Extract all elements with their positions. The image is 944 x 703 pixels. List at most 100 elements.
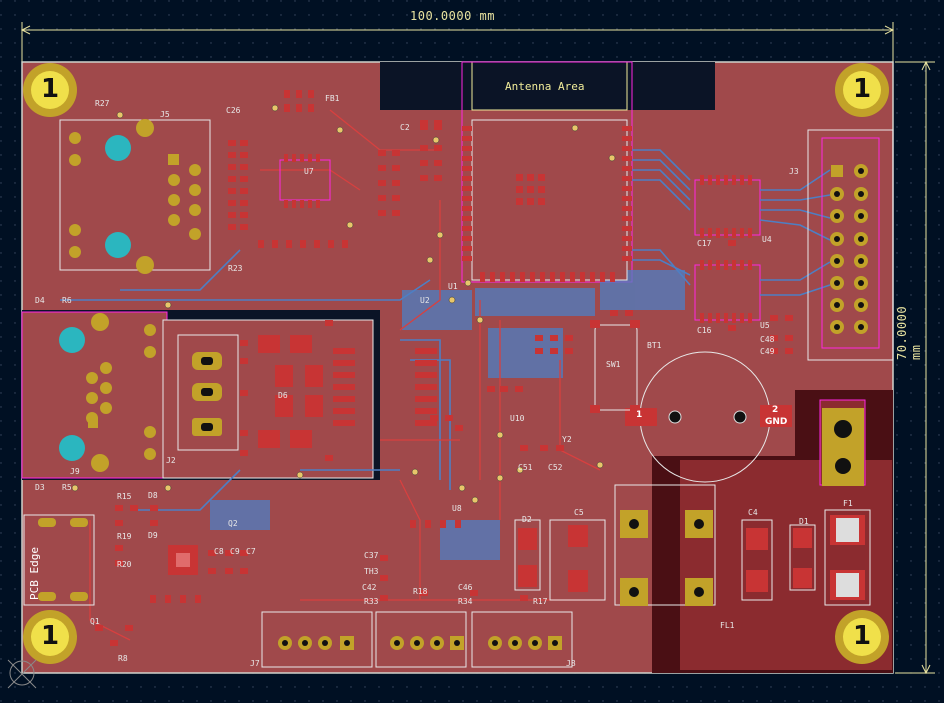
pcb-edge-label: PCB Edge (28, 547, 41, 600)
ref-R23: R23 (228, 264, 243, 273)
ref-R20: R20 (117, 560, 132, 569)
ref-BT1: BT1 (647, 341, 662, 350)
connector-J9[interactable] (59, 313, 156, 472)
ref-D2: D2 (522, 515, 532, 524)
ref-F1: F1 (843, 499, 853, 508)
ref-U7: U7 (304, 167, 314, 176)
ref-U1: U1 (448, 282, 458, 291)
traces-front (89, 109, 601, 641)
ic-U7[interactable] (279, 154, 331, 208)
mounting-hole-4-label: 1 (853, 621, 872, 651)
ref-D6: D6 (278, 391, 288, 400)
ref-U5: U5 (760, 321, 770, 330)
smd-components[interactable] (95, 90, 793, 646)
usb-edge-connector[interactable] (23, 514, 95, 606)
ref-TH3: TH3 (364, 567, 379, 576)
connector-J5[interactable] (59, 119, 211, 274)
ic-U4[interactable] (694, 175, 761, 238)
ref-SW1: SW1 (606, 360, 621, 369)
ref-C4: C4 (748, 508, 758, 517)
ref-C9: C9 (230, 547, 240, 556)
origin-marker (7, 659, 37, 689)
ref-C16: C16 (697, 326, 712, 335)
ref-U8: U8 (452, 504, 462, 513)
battery-holder-BT1[interactable] (625, 351, 792, 483)
ref-C26: C26 (226, 106, 241, 115)
ref-U10: U10 (510, 414, 525, 423)
ref-C46: C46 (458, 583, 473, 592)
ref-D3: D3 (35, 483, 45, 492)
ref-R19: R19 (117, 532, 132, 541)
capacitor-C4[interactable] (741, 519, 773, 601)
switch-SW1[interactable] (590, 320, 640, 413)
ref-R34: R34 (458, 597, 473, 606)
battery-gnd-label: GND (765, 417, 788, 427)
battery-pad-1-label: 1 (636, 410, 643, 420)
ref-C49: C49 (760, 347, 775, 356)
mounting-holes[interactable] (23, 63, 889, 664)
esp-module-U1[interactable] (462, 119, 632, 282)
ref-J2: J2 (166, 456, 176, 465)
connector-J2[interactable] (177, 334, 239, 451)
ref-C7: C7 (246, 547, 256, 556)
ic-D6[interactable] (258, 335, 323, 448)
ref-Q2: Q2 (228, 519, 238, 528)
ref-D9: D9 (148, 531, 158, 540)
ref-C5: C5 (574, 508, 584, 517)
fuse-F1[interactable] (824, 509, 871, 606)
ref-R17: R17 (533, 597, 548, 606)
board-width-dimension: 100.0000 mm (410, 9, 495, 23)
ref-C8: C8 (214, 547, 224, 556)
power-jack-top[interactable] (822, 408, 864, 486)
ref-C42: C42 (362, 583, 377, 592)
ref-C37: C37 (364, 551, 379, 560)
antenna-keepout[interactable] (380, 61, 715, 283)
ref-Q1: Q1 (90, 617, 100, 626)
ref-C2: C2 (400, 123, 410, 132)
board-height-dimension: 70.0000 mm (895, 305, 923, 360)
ref-FL1: FL1 (720, 621, 735, 630)
ref-D4: D4 (35, 296, 45, 305)
ref-J9: J9 (70, 467, 80, 476)
connector-J6[interactable] (375, 611, 467, 668)
filter-FL1[interactable] (614, 484, 716, 606)
back-copper-pour (210, 270, 685, 560)
dimension-vertical[interactable] (895, 60, 935, 675)
antenna-area-label: Antenna Area (505, 80, 585, 93)
ref-R18: R18 (413, 587, 428, 596)
ic-U5[interactable] (694, 260, 761, 323)
ref-Y2: Y2 (562, 435, 572, 444)
ref-C52: C52 (548, 463, 563, 472)
ref-R8: R8 (118, 654, 128, 663)
ref-C17: C17 (697, 239, 712, 248)
ref-J3: J3 (789, 167, 799, 176)
ref-FB1: FB1 (325, 94, 340, 103)
battery-pad-2-label: 2 (772, 405, 779, 415)
connector-J8[interactable] (471, 611, 573, 668)
ic-U3[interactable] (168, 545, 198, 575)
connector-J3[interactable] (807, 129, 894, 361)
diode-D2[interactable] (514, 519, 541, 591)
mounting-hole-3-label: 1 (41, 621, 60, 651)
ref-J5: J5 (160, 110, 170, 119)
ref-C51: C51 (518, 463, 533, 472)
ref-R6: R6 (62, 296, 72, 305)
ref-U4: U4 (762, 235, 772, 244)
capacitor-C5[interactable] (549, 519, 606, 601)
ref-R15: R15 (117, 492, 132, 501)
ref-D8: D8 (148, 491, 158, 500)
ref-J7: J7 (250, 659, 260, 668)
ref-D1: D1 (799, 517, 809, 526)
ic-U2[interactable] (333, 348, 437, 426)
dimension-horizontal[interactable] (20, 22, 895, 62)
connector-J7[interactable] (261, 611, 373, 668)
ref-U2: U2 (420, 296, 430, 305)
traces-back (60, 149, 831, 511)
ref-J8: J8 (566, 659, 576, 668)
diode-D1[interactable] (789, 524, 816, 591)
ref-C48: C48 (760, 335, 775, 344)
ref-R5: R5 (62, 483, 72, 492)
ref-R27: R27 (95, 99, 110, 108)
